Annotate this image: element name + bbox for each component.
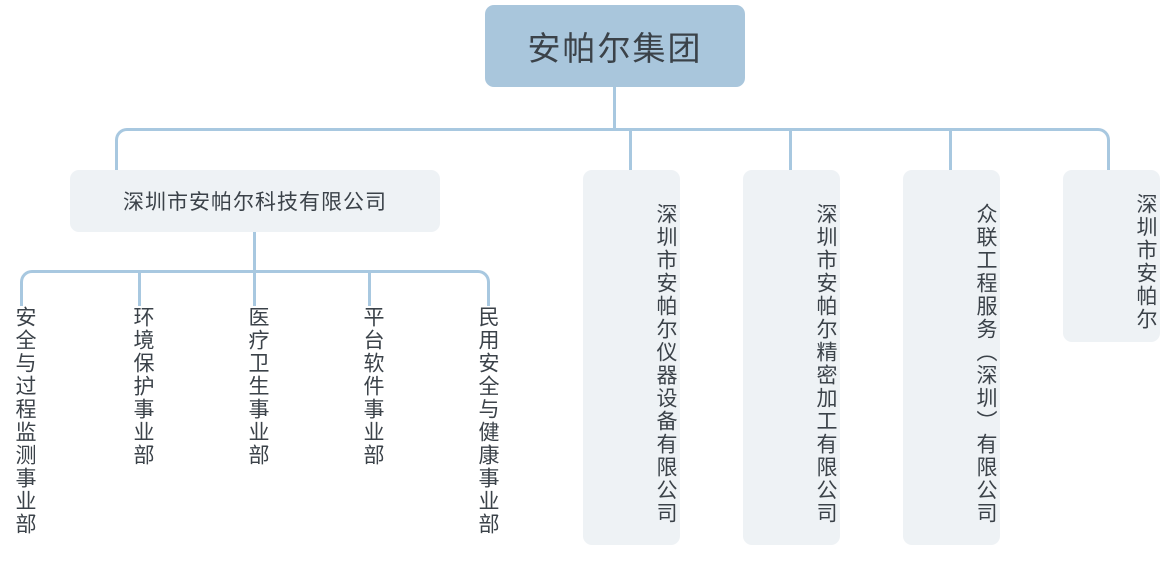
connector-elbow-right-l2: [1080, 128, 1110, 172]
org-node-root[interactable]: 安帕尔集团: [485, 5, 745, 87]
connector-drop-l3-4: [368, 270, 371, 306]
connector-drop-l3-3: [253, 270, 256, 306]
connector-drop-to-bus-level3: [253, 232, 256, 272]
connector-drop-l2-2: [629, 128, 632, 172]
org-node-shenzhen-ampar-precision[interactable]: 深圳市安帕尔精密加工有限公司: [743, 170, 840, 545]
connector-elbow-left-l2: [115, 128, 145, 172]
org-node-zhonglian-engineering[interactable]: 众联工程服务（深圳）有限公司: [903, 170, 1000, 545]
connector-drop-l3-2: [138, 270, 141, 306]
connector-elbow-left-l3: [20, 270, 50, 306]
org-node-shenzhen-ampar-technology[interactable]: 深圳市安帕尔科技有限公司: [70, 170, 440, 232]
org-leaf-platform-software[interactable]: 平台软件事业部: [361, 306, 384, 467]
connector-elbow-right-l3: [460, 270, 490, 306]
connector-drop-l2-4: [949, 128, 952, 172]
org-leaf-medical-health[interactable]: 医疗卫生事业部: [246, 306, 269, 467]
org-node-shenzhen-ampar-instruments[interactable]: 深圳市安帕尔仪器设备有限公司: [583, 170, 680, 545]
org-leaf-environmental-protection[interactable]: 环境保护事业部: [131, 306, 154, 467]
connector-bus-level2: [143, 128, 1083, 131]
org-node-shenzhen-ampar[interactable]: 深圳市安帕尔: [1063, 170, 1160, 342]
org-leaf-civil-safety-health[interactable]: 民用安全与健康事业部: [476, 306, 499, 536]
connector-drop-l2-3: [789, 128, 792, 172]
connector-root-drop: [613, 87, 616, 130]
org-leaf-safety-process-monitoring[interactable]: 安全与过程监测事业部: [13, 306, 36, 536]
